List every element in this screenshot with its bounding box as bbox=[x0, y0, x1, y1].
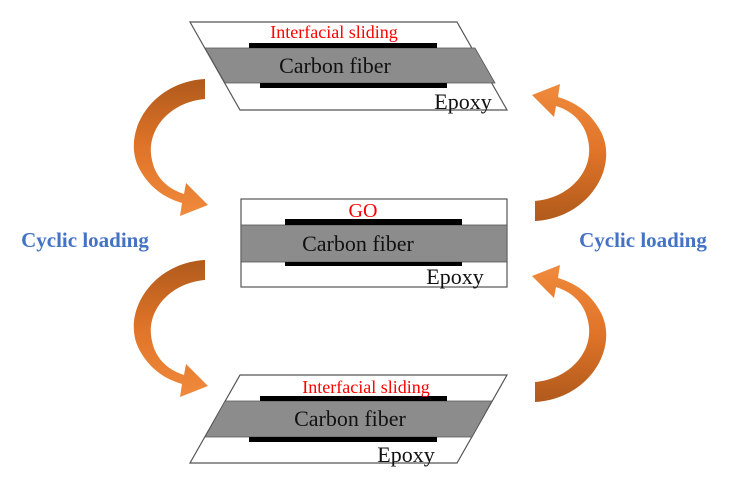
interfacial-sliding-label: Interfacial sliding bbox=[270, 22, 397, 42]
carbon-fiber-label: Carbon fiber bbox=[279, 53, 391, 78]
middle-panel: GO Carbon fiber Epoxy bbox=[240, 198, 508, 289]
go-layer-top bbox=[285, 219, 462, 225]
go-layer-top bbox=[260, 396, 447, 401]
go-label: GO bbox=[349, 200, 378, 222]
top-panel: Interfacial sliding Carbon fiber Epoxy bbox=[188, 21, 509, 114]
go-layer-bottom bbox=[260, 83, 447, 88]
cyclic-loading-label-left: Cyclic loading bbox=[21, 228, 149, 252]
go-layer-bottom bbox=[249, 437, 437, 442]
interfacial-sliding-label: Interfacial sliding bbox=[302, 377, 429, 397]
curved-arrow-bottom-right bbox=[532, 265, 607, 402]
curved-arrow-bottom-left bbox=[133, 260, 208, 397]
go-layer-top bbox=[249, 43, 437, 48]
curved-arrow-top-right bbox=[532, 84, 607, 221]
epoxy-label: Epoxy bbox=[426, 264, 483, 289]
carbon-fiber-label: Carbon fiber bbox=[294, 406, 406, 431]
epoxy-label: Epoxy bbox=[377, 442, 434, 467]
cyclic-loading-label-right: Cyclic loading bbox=[579, 228, 707, 252]
epoxy-label: Epoxy bbox=[434, 89, 491, 114]
bottom-panel: Interfacial sliding Carbon fiber Epoxy bbox=[188, 374, 509, 467]
carbon-fiber-label: Carbon fiber bbox=[302, 231, 414, 256]
go-layer-bottom bbox=[285, 262, 462, 266]
curved-arrow-top-left bbox=[133, 79, 208, 216]
